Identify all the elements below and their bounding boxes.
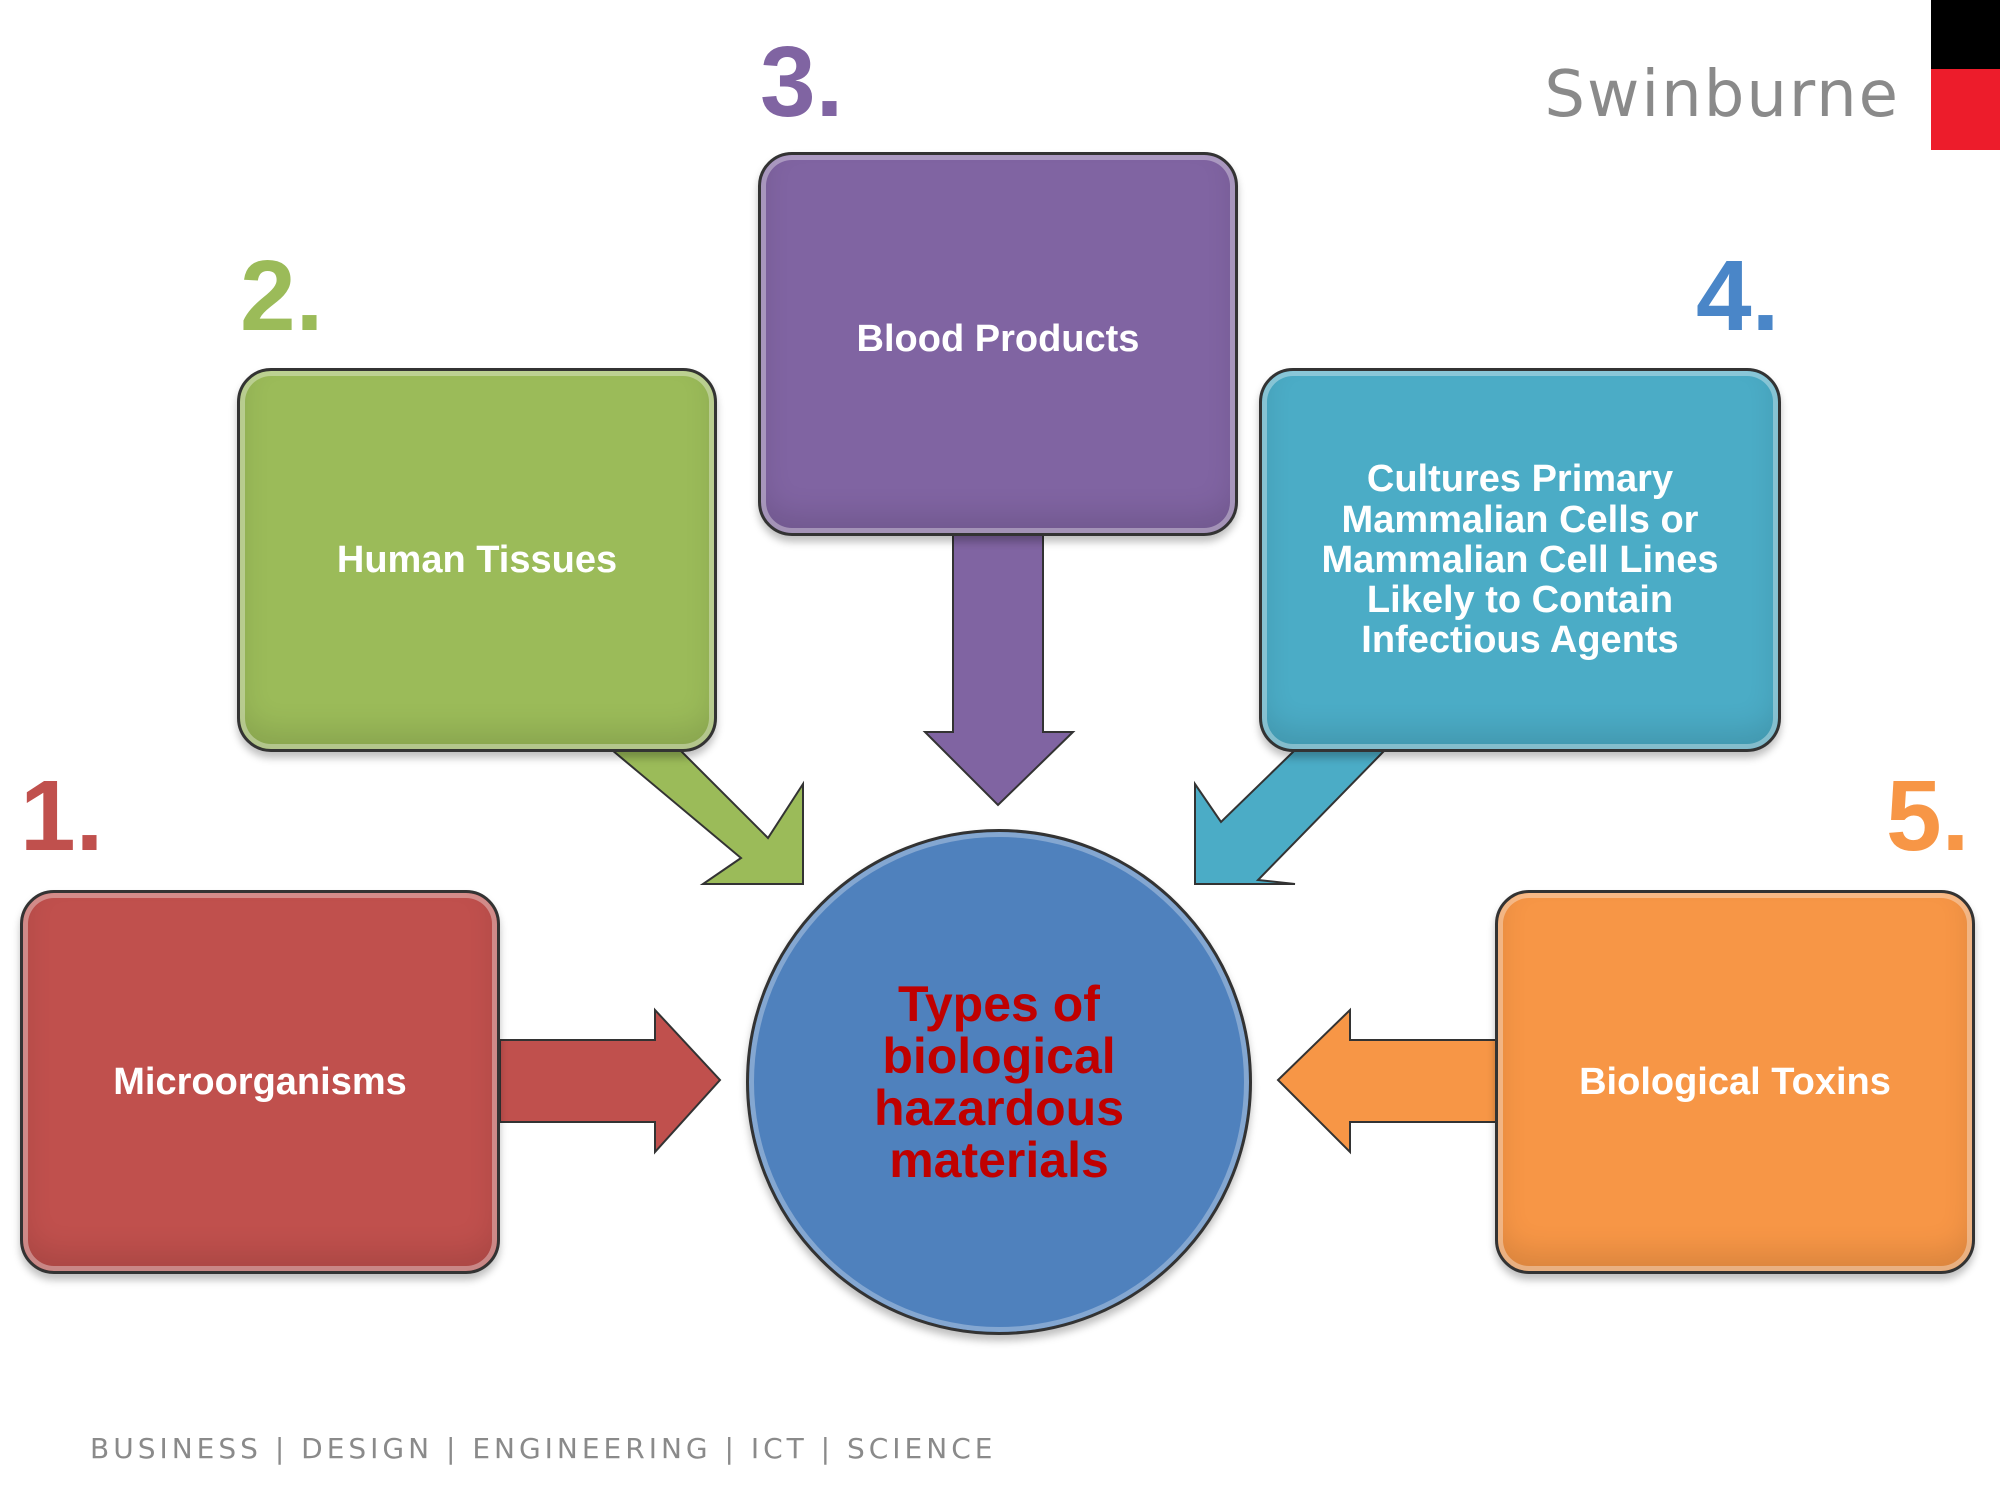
box-human-tissues: Human Tissues	[237, 368, 717, 752]
brand-bar-red	[1931, 69, 2000, 150]
center-label: Types of biological hazardous materials	[873, 976, 1125, 1188]
center-circle: Types of biological hazardous materials	[746, 829, 1252, 1335]
arrow-5	[1276, 1007, 1501, 1155]
number-3: 3.	[760, 26, 844, 138]
box-human-tissues-label: Human Tissues	[336, 538, 618, 581]
box-biological-toxins-label: Biological Toxins	[1579, 1060, 1891, 1103]
box-cultures: Cultures Primary Mammalian Cells or Mamm…	[1259, 368, 1781, 752]
number-2: 2.	[240, 240, 324, 352]
brand-logo: Swinburne	[1544, 58, 1900, 132]
box-cultures-label: Cultures Primary Mammalian Cells or Mamm…	[1321, 458, 1719, 662]
arrow-1	[499, 1007, 722, 1155]
arrow-2	[609, 749, 804, 885]
brand-bar-black	[1931, 0, 2000, 69]
box-blood-products-label: Blood Products	[856, 318, 1140, 360]
number-5: 5.	[1886, 760, 1970, 872]
box-microorganisms: Microorganisms	[20, 890, 500, 1274]
arrow-3	[922, 531, 1076, 807]
footer-faculties: BUSINESS | DESIGN | ENGINEERING | ICT | …	[90, 1432, 997, 1465]
arrow-4	[1194, 749, 1388, 885]
box-blood-products: Blood Products	[758, 152, 1238, 536]
number-1: 1.	[20, 760, 104, 872]
box-biological-toxins: Biological Toxins	[1495, 890, 1975, 1274]
box-microorganisms-label: Microorganisms	[113, 1060, 407, 1103]
number-4: 4.	[1696, 240, 1780, 352]
